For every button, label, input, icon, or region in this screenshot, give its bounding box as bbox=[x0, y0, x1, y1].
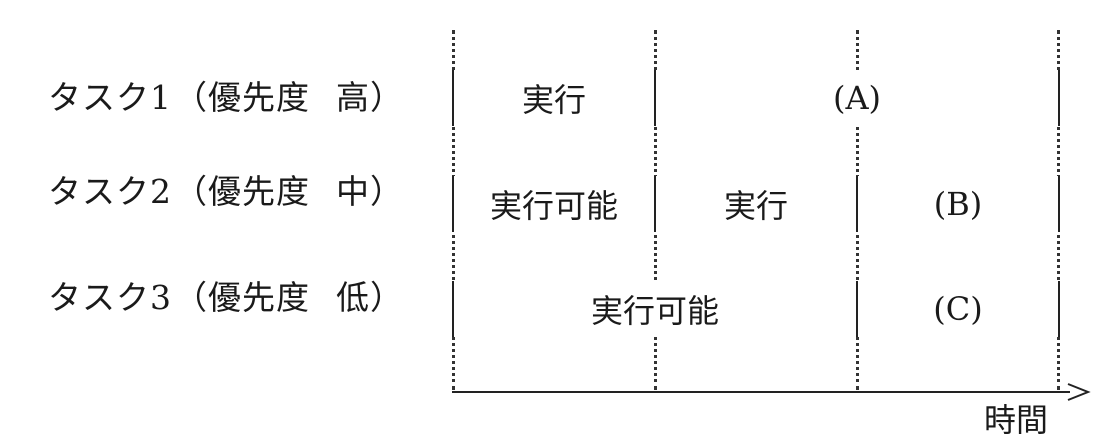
task-1-label: タスク1（優先度高） bbox=[48, 78, 404, 118]
task-2-divider-2 bbox=[856, 176, 858, 232]
task-2-segment-ready: 実行可能 bbox=[454, 176, 654, 232]
task-2-name: タスク2 bbox=[48, 172, 172, 211]
time-axis-label: 時間 bbox=[984, 401, 1049, 439]
task-1-divider-1 bbox=[654, 70, 656, 126]
task-2-segment-b: (B) bbox=[858, 176, 1058, 232]
time-axis-line bbox=[452, 391, 1070, 393]
task-1-priority-level: 高 bbox=[336, 78, 370, 117]
task-3-label: タスク3（優先度低） bbox=[48, 278, 404, 318]
task-1-segment-a: (A) bbox=[656, 70, 1058, 126]
task-1-name: タスク1 bbox=[48, 78, 172, 117]
task-3-priority-prefix: （優先度 bbox=[174, 278, 310, 317]
task-2-priority-prefix: （優先度 bbox=[174, 172, 310, 211]
task-2-label: タスク2（優先度中） bbox=[48, 172, 404, 212]
task-3-name: タスク3 bbox=[48, 278, 172, 317]
task-3-segment-ready: 実行可能 bbox=[454, 281, 856, 337]
task-1-priority-prefix: （優先度 bbox=[174, 78, 310, 117]
task-3-close: ） bbox=[370, 278, 404, 317]
task-2-close: ） bbox=[370, 172, 404, 211]
task-2-segment-running: 実行 bbox=[656, 176, 856, 232]
task-3-segment-c: (C) bbox=[858, 281, 1058, 337]
task-1-close: ） bbox=[370, 78, 404, 117]
task-2-priority-level: 中 bbox=[336, 172, 370, 211]
task-3-divider-1 bbox=[856, 281, 858, 337]
task-1-segment-running: 実行 bbox=[454, 70, 654, 126]
task-2-divider-1 bbox=[654, 176, 656, 232]
task-3-priority-level: 低 bbox=[336, 278, 370, 317]
time-axis-arrowhead-icon bbox=[1067, 383, 1091, 401]
